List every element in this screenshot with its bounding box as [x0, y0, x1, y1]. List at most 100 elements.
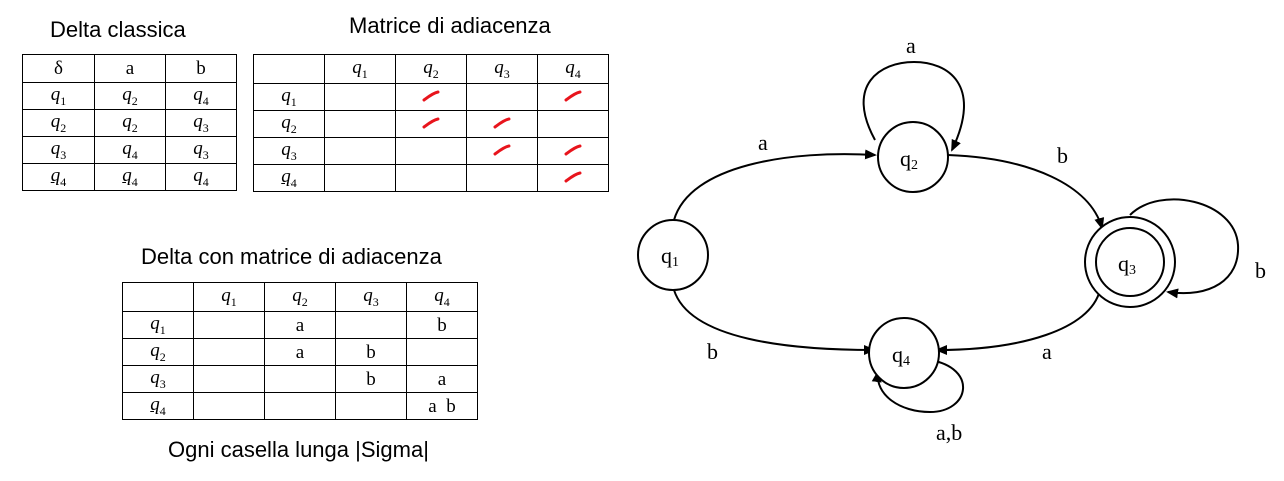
- adj-cell: [466, 164, 538, 192]
- header-cell: q4: [537, 54, 609, 84]
- header-cell: q1: [193, 282, 265, 312]
- edge-label: a: [1042, 339, 1052, 364]
- table-row: q1 a b: [122, 311, 478, 339]
- value-cell: q4: [165, 82, 237, 110]
- adj-cell: [537, 83, 609, 111]
- header-cell: q2: [264, 282, 336, 312]
- adj-cell: [537, 137, 609, 165]
- state-cell: q2: [122, 338, 194, 366]
- red-check-mark: [422, 117, 440, 128]
- value-cell: [335, 392, 407, 420]
- value-cell: a: [264, 338, 336, 366]
- value-cell: b: [335, 365, 407, 393]
- edge-q4-self: [871, 359, 964, 414]
- state-cell: q4: [253, 164, 325, 192]
- state-cell: q3: [253, 137, 325, 165]
- state-cell: q4: [122, 392, 194, 420]
- edge-label: a: [906, 33, 916, 58]
- state-cell: q1: [22, 82, 95, 110]
- state-label-q4: q4: [892, 342, 910, 369]
- adj-cell: [395, 83, 467, 111]
- table-row: q2 q2 q3: [22, 109, 237, 137]
- state-cell: q1: [122, 311, 194, 339]
- matrice-adiacenza-table: q1 q2 q3 q4 q1 q2 q3 q4: [253, 54, 609, 192]
- edge-label: a,b: [936, 420, 962, 445]
- value-cell: [335, 311, 407, 339]
- state-label-q3: q3: [1118, 251, 1136, 278]
- state-q4: [868, 317, 940, 389]
- value-cell: a: [406, 365, 478, 393]
- value-cell: [193, 392, 265, 420]
- adj-cell: [466, 110, 538, 138]
- delta-matrice-table: q1 q2 q3 q4 q1 a b q2 a b q3 b a q4 a b: [122, 282, 478, 420]
- red-check-mark: [564, 90, 582, 101]
- header-cell: q1: [324, 54, 396, 84]
- header-cell: a: [94, 54, 166, 83]
- state-q3-inner: [1095, 227, 1165, 297]
- header-cell: q3: [335, 282, 407, 312]
- header-cell: q2: [395, 54, 467, 84]
- automaton-diagram: q1 q2 q3 q4 a b a b b a a,b: [637, 33, 1266, 445]
- red-check-mark: [493, 117, 511, 128]
- adj-cell: [537, 164, 609, 192]
- adj-cell: [466, 137, 538, 165]
- edge-label: b: [1255, 258, 1266, 283]
- adj-cell: [395, 110, 467, 138]
- title-delta-classica: Delta classica: [50, 17, 186, 42]
- state-cell: q2: [22, 109, 95, 137]
- red-check-mark: [493, 144, 511, 155]
- value-cell: q4: [165, 163, 237, 191]
- edge-q3-self: [1129, 198, 1240, 299]
- state-q3-outer: [1084, 216, 1176, 308]
- value-cell: b: [335, 338, 407, 366]
- value-cell: q3: [165, 109, 237, 137]
- state-q1: [637, 219, 709, 291]
- table-row: q2 a b: [122, 338, 478, 366]
- value-cell: q4: [94, 136, 166, 164]
- header-cell: q4: [406, 282, 478, 312]
- value-cell: [193, 338, 265, 366]
- state-cell: q4: [22, 163, 95, 191]
- edge-q2-self: [862, 60, 965, 152]
- table-row: q3: [253, 137, 609, 165]
- value-cell: q3: [165, 136, 237, 164]
- state-cell: q3: [122, 365, 194, 393]
- header-cell: q3: [466, 54, 538, 84]
- value-cell: [193, 311, 265, 339]
- table-row: q4 q4 q4: [22, 163, 237, 191]
- value-cell: [406, 338, 478, 366]
- table-row: q1: [253, 83, 609, 111]
- state-label-q2: q2: [900, 146, 918, 173]
- table-row: q2: [253, 110, 609, 138]
- header-cell: [253, 54, 325, 84]
- value-cell: [193, 365, 265, 393]
- state-cell: q2: [253, 110, 325, 138]
- note-casella: Ogni casella lunga |Sigma|: [168, 437, 429, 462]
- red-check-mark: [422, 90, 440, 101]
- table-row: q4: [253, 164, 609, 192]
- value-cell: a b: [406, 392, 478, 420]
- edge-label: b: [707, 339, 718, 364]
- edge-label: a: [758, 130, 768, 155]
- adj-cell: [324, 137, 396, 165]
- value-cell: [264, 365, 336, 393]
- red-check-mark: [564, 171, 582, 182]
- edge-q2-q3: [947, 154, 1105, 230]
- adj-cell: [395, 164, 467, 192]
- adj-cell: [324, 83, 396, 111]
- state-label-q1: q1: [661, 243, 679, 270]
- title-delta-matrice: Delta con matrice di adiacenza: [141, 244, 442, 269]
- adj-cell: [395, 137, 467, 165]
- edge-q3-q4: [935, 289, 1101, 355]
- table-row: q3 b a: [122, 365, 478, 393]
- adj-cell: [537, 110, 609, 138]
- edge-label: b: [1057, 143, 1068, 168]
- edge-q1-q4: [673, 289, 876, 355]
- value-cell: [264, 392, 336, 420]
- value-cell: q2: [94, 82, 166, 110]
- state-q2: [877, 121, 949, 193]
- value-cell: q2: [94, 109, 166, 137]
- value-cell: a: [264, 311, 336, 339]
- state-cell: q3: [22, 136, 95, 164]
- table-row: q4 a b: [122, 392, 478, 420]
